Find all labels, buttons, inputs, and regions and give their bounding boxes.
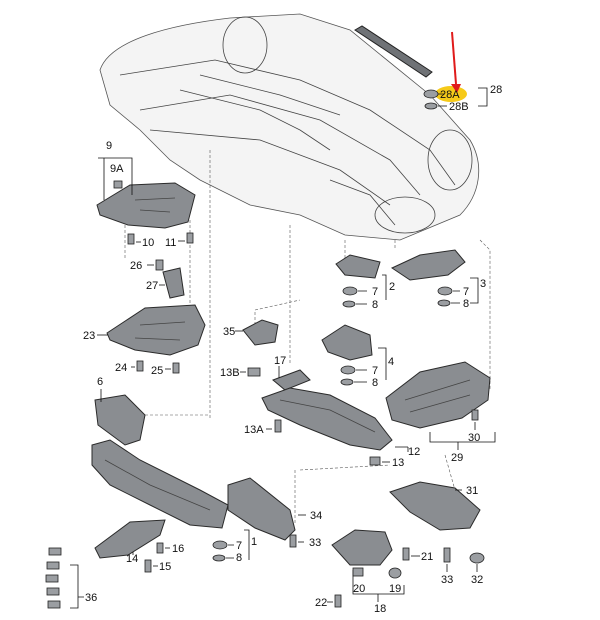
- bolt-33-right: [443, 547, 451, 563]
- clip-7-group3: [437, 286, 453, 296]
- label-26: 26: [130, 260, 142, 272]
- label-10: 10: [142, 237, 154, 249]
- plate-17: [272, 369, 311, 391]
- clip-28A: [423, 89, 439, 99]
- label-28B: 28B: [449, 101, 469, 113]
- clip-28B: [424, 102, 438, 110]
- bolt-13A: [274, 419, 282, 433]
- bolt-33-left: [289, 534, 297, 548]
- clip-13B: [247, 367, 261, 377]
- label-16: 16: [172, 543, 184, 555]
- tunnel-shield-12: [261, 387, 393, 451]
- bracket-27: [162, 267, 185, 299]
- label-8-group4: 8: [372, 377, 378, 389]
- nut-8-group1: [212, 554, 226, 562]
- label-1: 1: [251, 536, 257, 548]
- label-19: 19: [389, 583, 401, 595]
- label-28: 28: [490, 84, 502, 96]
- label-18: 18: [374, 603, 386, 615]
- side-panel-1: [227, 477, 296, 541]
- nut-8-group2: [342, 300, 356, 308]
- bolt-15: [144, 559, 152, 573]
- label-20: 20: [353, 583, 365, 595]
- label-28A: 28A: [440, 89, 460, 101]
- label-8-group1: 8: [236, 552, 242, 564]
- label-13B: 13B: [220, 367, 240, 379]
- label-15: 15: [159, 561, 171, 573]
- clip-7-group4: [340, 365, 356, 375]
- label-30: 30: [468, 432, 480, 444]
- label-7-group4: 7: [372, 365, 378, 377]
- clip-9A: [113, 180, 123, 189]
- panel-6: [94, 394, 146, 446]
- label-8-group3: 8: [463, 298, 469, 310]
- label-32: 32: [471, 574, 483, 586]
- label-22: 22: [315, 597, 327, 609]
- side-panel-long: [91, 439, 229, 529]
- panel-31: [389, 481, 481, 531]
- label-9A: 9A: [110, 163, 124, 175]
- shield-4: [321, 324, 373, 361]
- bolt-22: [334, 594, 342, 608]
- label-34: 34: [310, 510, 322, 522]
- bolt-21: [402, 547, 410, 561]
- label-36: 36: [85, 592, 97, 604]
- label-13: 13: [392, 457, 404, 469]
- shield-23: [106, 304, 206, 356]
- highlight-28A: [435, 31, 467, 102]
- bracket-2: [335, 254, 381, 279]
- label-7-group1: 7: [236, 540, 242, 552]
- label-14: 14: [126, 553, 138, 565]
- label-24: 24: [115, 362, 127, 374]
- bolt-group-36: 36: [45, 547, 97, 609]
- shield-3: [390, 249, 466, 281]
- label-31: 31: [466, 485, 478, 497]
- label-25: 25: [151, 365, 163, 377]
- label-2: 2: [389, 281, 395, 293]
- bolt-25: [172, 362, 180, 374]
- label-23: 23: [83, 330, 95, 342]
- rail-strip: [354, 25, 433, 78]
- label-9: 9: [106, 140, 112, 152]
- bolt-11: [186, 232, 194, 244]
- clip-32: [469, 552, 485, 564]
- shield-18: [331, 529, 393, 566]
- label-12: 12: [408, 446, 420, 458]
- label-33-left: 33: [309, 537, 321, 549]
- plate-14: [94, 519, 166, 559]
- clip-7-group2: [342, 286, 358, 296]
- label-11: 11: [165, 237, 176, 249]
- label-8-group2: 8: [372, 299, 378, 311]
- label-29: 29: [451, 452, 463, 464]
- bolt-30: [471, 409, 479, 421]
- clip-7-group1: [212, 540, 228, 550]
- bolt-10: [127, 233, 135, 245]
- label-33-right: 33: [441, 574, 453, 586]
- label-27: 27: [146, 280, 158, 292]
- red-arrow-line: [451, 31, 457, 85]
- label-13A: 13A: [244, 424, 264, 436]
- label-4: 4: [388, 356, 394, 368]
- nut-8-group4: [340, 378, 354, 386]
- car-underbody: [99, 13, 480, 241]
- label-7-group2: 7: [372, 286, 378, 298]
- label-3: 3: [480, 278, 486, 290]
- bolt-24: [136, 360, 144, 372]
- clip-20: [352, 567, 364, 577]
- label-6: 6: [97, 376, 103, 388]
- label-21: 21: [421, 551, 433, 563]
- bolt-26: [155, 259, 164, 271]
- label-17: 17: [274, 355, 286, 367]
- clip-13: [369, 456, 381, 466]
- bracket-35: [242, 319, 279, 346]
- nut-19: [388, 567, 402, 579]
- label-35: 35: [223, 326, 235, 338]
- bolt-16: [156, 542, 164, 554]
- label-7-group3: 7: [463, 286, 469, 298]
- shield-9: [96, 182, 196, 229]
- red-arrow-head-icon: [451, 84, 461, 93]
- nut-8-group3: [437, 299, 451, 307]
